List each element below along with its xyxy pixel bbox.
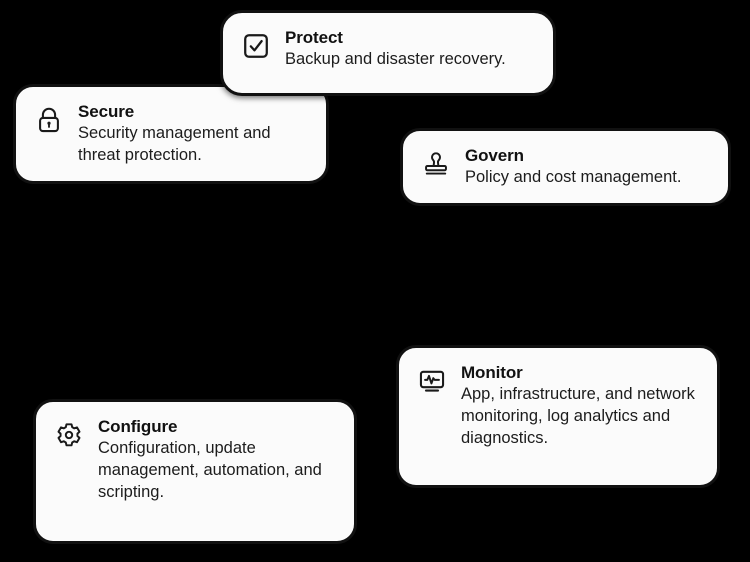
card-text: Govern Policy and cost management.: [465, 145, 712, 189]
card-description: Policy and cost management.: [465, 168, 682, 187]
card-text: Secure Security management and threat pr…: [78, 101, 310, 167]
checkbox-check-icon: [239, 29, 273, 63]
card-protect[interactable]: Protect Backup and disaster recovery.: [220, 10, 556, 96]
card-govern[interactable]: Govern Policy and cost management.: [400, 128, 731, 206]
card-title: Monitor: [461, 363, 523, 382]
card-description: Configuration, update management, automa…: [98, 439, 322, 501]
card-title: Govern: [465, 146, 524, 165]
card-monitor[interactable]: Monitor App, infrastructure, and network…: [396, 345, 720, 488]
stamp-icon: [419, 147, 453, 181]
card-title: Secure: [78, 102, 135, 121]
card-description: Security management and threat protectio…: [78, 124, 271, 165]
card-description: App, infrastructure, and network monitor…: [461, 385, 695, 447]
card-configure[interactable]: Configure Configuration, update manageme…: [33, 399, 357, 544]
card-text: Protect Backup and disaster recovery.: [285, 27, 537, 71]
card-text: Monitor App, infrastructure, and network…: [461, 362, 701, 450]
card-title: Configure: [98, 417, 178, 436]
card-text: Configure Configuration, update manageme…: [98, 416, 338, 504]
monitor-pulse-icon: [415, 364, 449, 398]
gear-icon: [52, 418, 86, 452]
card-secure[interactable]: Secure Security management and threat pr…: [13, 84, 329, 184]
card-description: Backup and disaster recovery.: [285, 50, 506, 69]
card-title: Protect: [285, 28, 343, 47]
lock-icon: [32, 103, 66, 137]
